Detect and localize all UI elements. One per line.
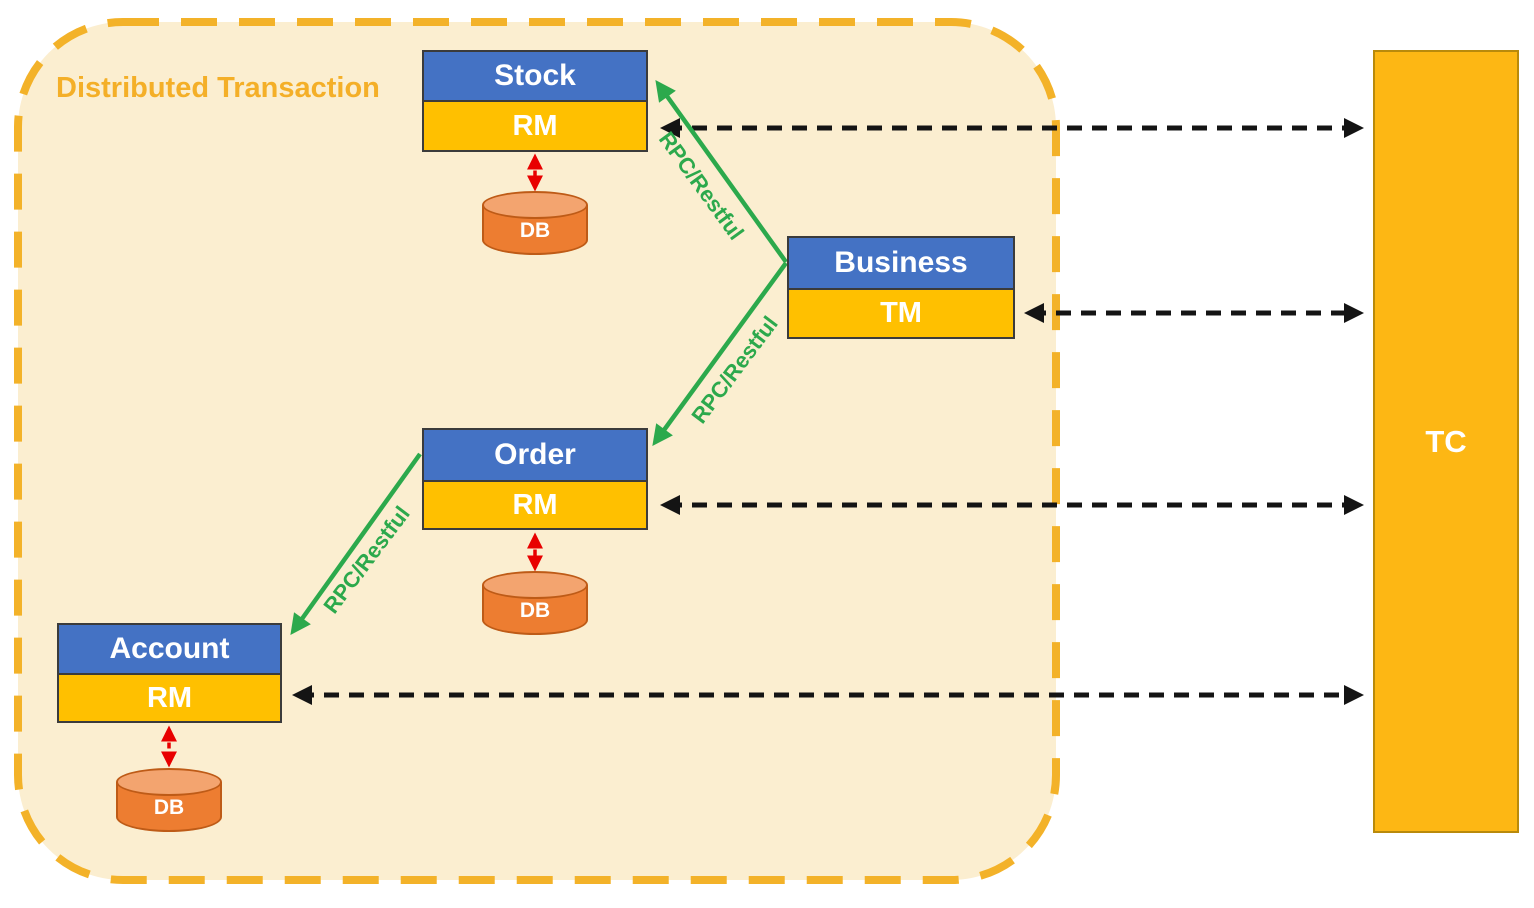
db-label-account: DB <box>153 796 185 819</box>
rpc-arrow-business-order <box>652 261 788 447</box>
db-cylinder-top-icon <box>482 191 588 219</box>
service-name-business: Business <box>787 236 1015 290</box>
service-role-business-tm: TM <box>787 290 1015 339</box>
distributed-transaction-title: Distributed Transaction <box>56 72 380 104</box>
service-role-order-rm: RM <box>422 482 648 530</box>
service-name-account: Account <box>57 623 282 675</box>
service-role-stock-rm: RM <box>422 102 648 152</box>
db-cylinder-top-icon <box>116 768 222 796</box>
database-cylinder-account: DB <box>116 768 222 832</box>
rpc-arrow-order-account <box>290 452 422 636</box>
service-box-stock: Stock RM <box>422 50 648 152</box>
rpc-arrow-business-stock <box>655 79 788 264</box>
database-cylinder-order: DB <box>482 571 588 635</box>
transaction-coordinator-box: TC <box>1373 50 1519 833</box>
service-name-stock: Stock <box>422 50 648 102</box>
database-cylinder-stock: DB <box>482 191 588 255</box>
service-name-order: Order <box>422 428 648 482</box>
db-cylinder-top-icon <box>482 571 588 599</box>
service-box-business: Business TM <box>787 236 1015 339</box>
service-box-account: Account RM <box>57 623 282 723</box>
service-role-account-rm: RM <box>57 675 282 723</box>
service-box-order: Order RM <box>422 428 648 530</box>
db-label-order: DB <box>519 599 551 622</box>
tc-label: TC <box>1425 423 1467 459</box>
db-label-stock: DB <box>519 219 551 242</box>
